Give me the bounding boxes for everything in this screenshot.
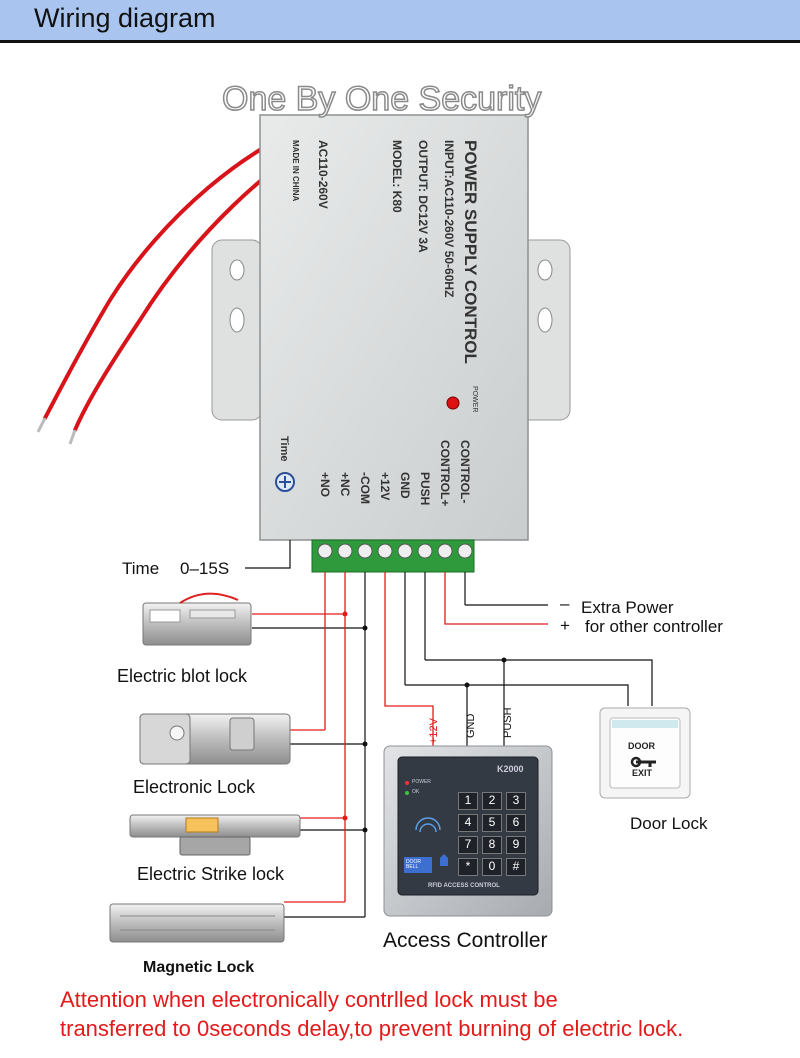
page-title: Wiring diagram	[34, 3, 216, 33]
power-supply-box	[211, 114, 571, 541]
terminal-label-com: -COM	[358, 472, 372, 504]
strike-lock-label: Electric Strike lock	[137, 864, 285, 884]
keypad-key: *	[458, 858, 478, 876]
extra-power-plus: +	[560, 616, 570, 635]
keypad-key: 1	[458, 792, 478, 810]
wire-12v-label: +12V	[428, 718, 440, 744]
psu-input-wrap: INPUT:AC110-260V 50-60HZ	[442, 140, 456, 297]
keypad-key: 8	[482, 836, 502, 854]
bolt-lock-label: Electric blot lock	[117, 666, 248, 686]
attention-line-2: transferred to 0seconds delay,to prevent…	[60, 1016, 684, 1041]
keypad-key: 2	[482, 792, 502, 810]
terminal-label-12v: +12V	[378, 472, 392, 501]
keypad-key: 5	[482, 814, 502, 832]
red-wires	[252, 572, 548, 903]
keypad-key: 0	[482, 858, 502, 876]
door-lock-label: Door Lock	[630, 814, 708, 833]
terminal-label-push: PUSH	[418, 472, 432, 506]
psu-output-wrap: OUTPUT: DC12V 3A	[416, 140, 430, 253]
keypad-bell-text: DOOR BELL	[406, 859, 421, 870]
psu-input: INPUT:AC110-260V 50-60HZ	[442, 140, 456, 298]
time-knob-label: Time	[278, 436, 290, 462]
keypad-power-text: POWER	[412, 779, 431, 785]
access-controller-label: Access Controller	[383, 929, 548, 952]
exit-button-exit-text: EXIT	[632, 768, 653, 778]
wire-push-label: PUSH	[502, 707, 514, 738]
psu-made-in: MADE IN CHINA	[291, 140, 300, 202]
keypad-keys: 1 2 3 4 5 6 7 8 9 * 0 #	[458, 792, 530, 876]
keypad-ok-text: OK	[412, 789, 420, 795]
strike-lock-device	[129, 814, 301, 856]
keypad-key: 3	[506, 792, 526, 810]
keypad-model: K2000	[497, 764, 524, 774]
keypad-key: #	[506, 858, 526, 876]
time-label: Time	[122, 559, 160, 578]
psu-output: OUTPUT: DC12V 3A	[416, 140, 430, 253]
psu-ac: AC110-260V	[316, 140, 330, 209]
other-controller-label: for other controller	[585, 617, 723, 636]
psu-ac-wrap: AC110-260V	[316, 140, 330, 209]
psu-made-wrap: MADE IN CHINA	[291, 140, 300, 201]
magnetic-lock-label: Magnetic Lock	[143, 959, 255, 976]
keypad-key: 6	[506, 814, 526, 832]
psu-model: MODEL: K80	[390, 140, 404, 213]
terminal-label-nc: +NC	[338, 472, 352, 497]
keypad-key: 4	[458, 814, 478, 832]
psu-model-wrap: MODEL: K80	[390, 140, 404, 213]
electronic-lock-label: Electronic Lock	[133, 777, 256, 797]
header-bar: Wiring diagram	[0, 0, 800, 43]
keypad-footer-text: RFID ACCESS CONTROL	[428, 883, 500, 889]
terminal-label-control-minus: CONTROL-	[458, 440, 472, 504]
keypad-key: 9	[506, 836, 526, 854]
watermark: One By One Security	[221, 79, 542, 119]
terminal-label-no: +NO	[318, 472, 332, 498]
wire-gnd-label-wrap: GND	[461, 714, 479, 738]
exit-button-door-text: DOOR	[628, 741, 655, 751]
bolt-lock-device	[142, 592, 252, 646]
power-led-label: POWER	[471, 386, 478, 413]
terminal-block	[311, 539, 475, 573]
exit-button-device	[599, 707, 691, 799]
electronic-lock-device	[139, 713, 291, 765]
magnetic-lock-device	[109, 903, 285, 943]
psu-led-wrap: POWER	[471, 386, 478, 412]
psu-time-wrap: Time	[278, 436, 290, 461]
attention-line-1: Attention when electronically contrlled …	[60, 987, 558, 1012]
keypad-key: 7	[458, 836, 478, 854]
extra-power-minus: –	[560, 594, 570, 613]
terminal-label-gnd: GND	[398, 472, 412, 499]
wire-12v-label-wrap: +12V	[424, 718, 442, 744]
wire-push-label-wrap: PUSH	[498, 707, 516, 738]
wire-gnd-label: GND	[465, 713, 477, 738]
extra-power-label: Extra Power	[581, 598, 674, 617]
terminal-label-control-plus: CONTROL+	[438, 440, 452, 507]
time-range-label: 0–15S	[180, 559, 230, 578]
